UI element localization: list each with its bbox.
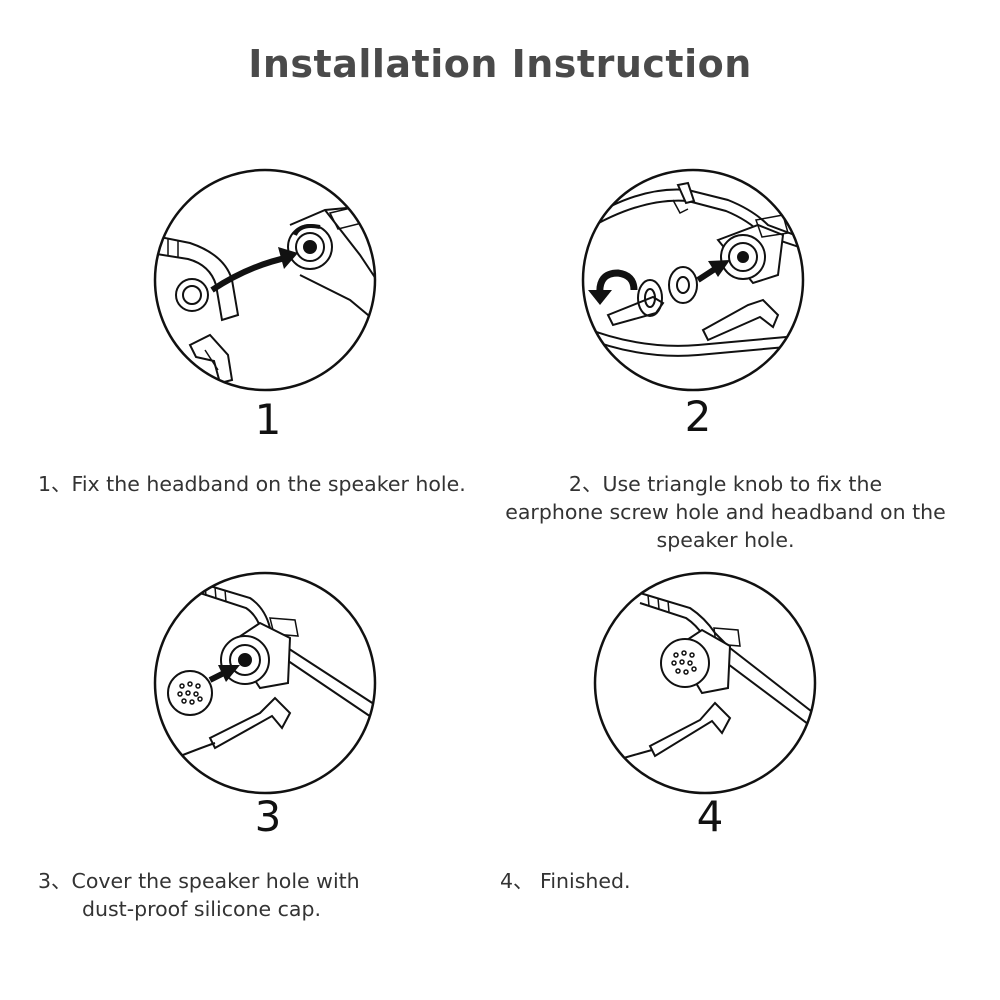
step-2-illustration bbox=[581, 168, 805, 392]
step-4-number: 4 bbox=[696, 792, 724, 841]
step-4-illustration bbox=[593, 571, 817, 795]
step-4-caption: 4、 Finished. bbox=[500, 867, 631, 895]
step-3-caption: 3、Cover the speaker hole with dust-proof… bbox=[38, 867, 360, 923]
step-3-caption-line: 3、Cover the speaker hole with bbox=[38, 869, 360, 893]
step-2-caption-line: earphone screw hole and headband on the bbox=[505, 500, 946, 524]
step-4-caption-line: 4、 Finished. bbox=[500, 869, 631, 893]
step-1-caption-line: 1、Fix the headband on the speaker hole. bbox=[38, 472, 466, 496]
step-2-number: 2 bbox=[684, 392, 712, 441]
page-title: Installation Instruction bbox=[248, 42, 752, 86]
step-1-number: 1 bbox=[254, 395, 282, 444]
step-3-caption-line: dust-proof silicone cap. bbox=[82, 897, 321, 921]
step-2-caption-line: speaker hole. bbox=[656, 528, 795, 552]
step-3-illustration bbox=[153, 571, 377, 795]
step-2-caption: 2、Use triangle knob to fix the earphone … bbox=[488, 470, 963, 554]
step-3-number: 3 bbox=[254, 792, 282, 841]
step-1-caption: 1、Fix the headband on the speaker hole. bbox=[38, 470, 466, 498]
step-2-caption-line: 2、Use triangle knob to fix the bbox=[568, 472, 883, 496]
step-1-illustration bbox=[153, 168, 377, 392]
